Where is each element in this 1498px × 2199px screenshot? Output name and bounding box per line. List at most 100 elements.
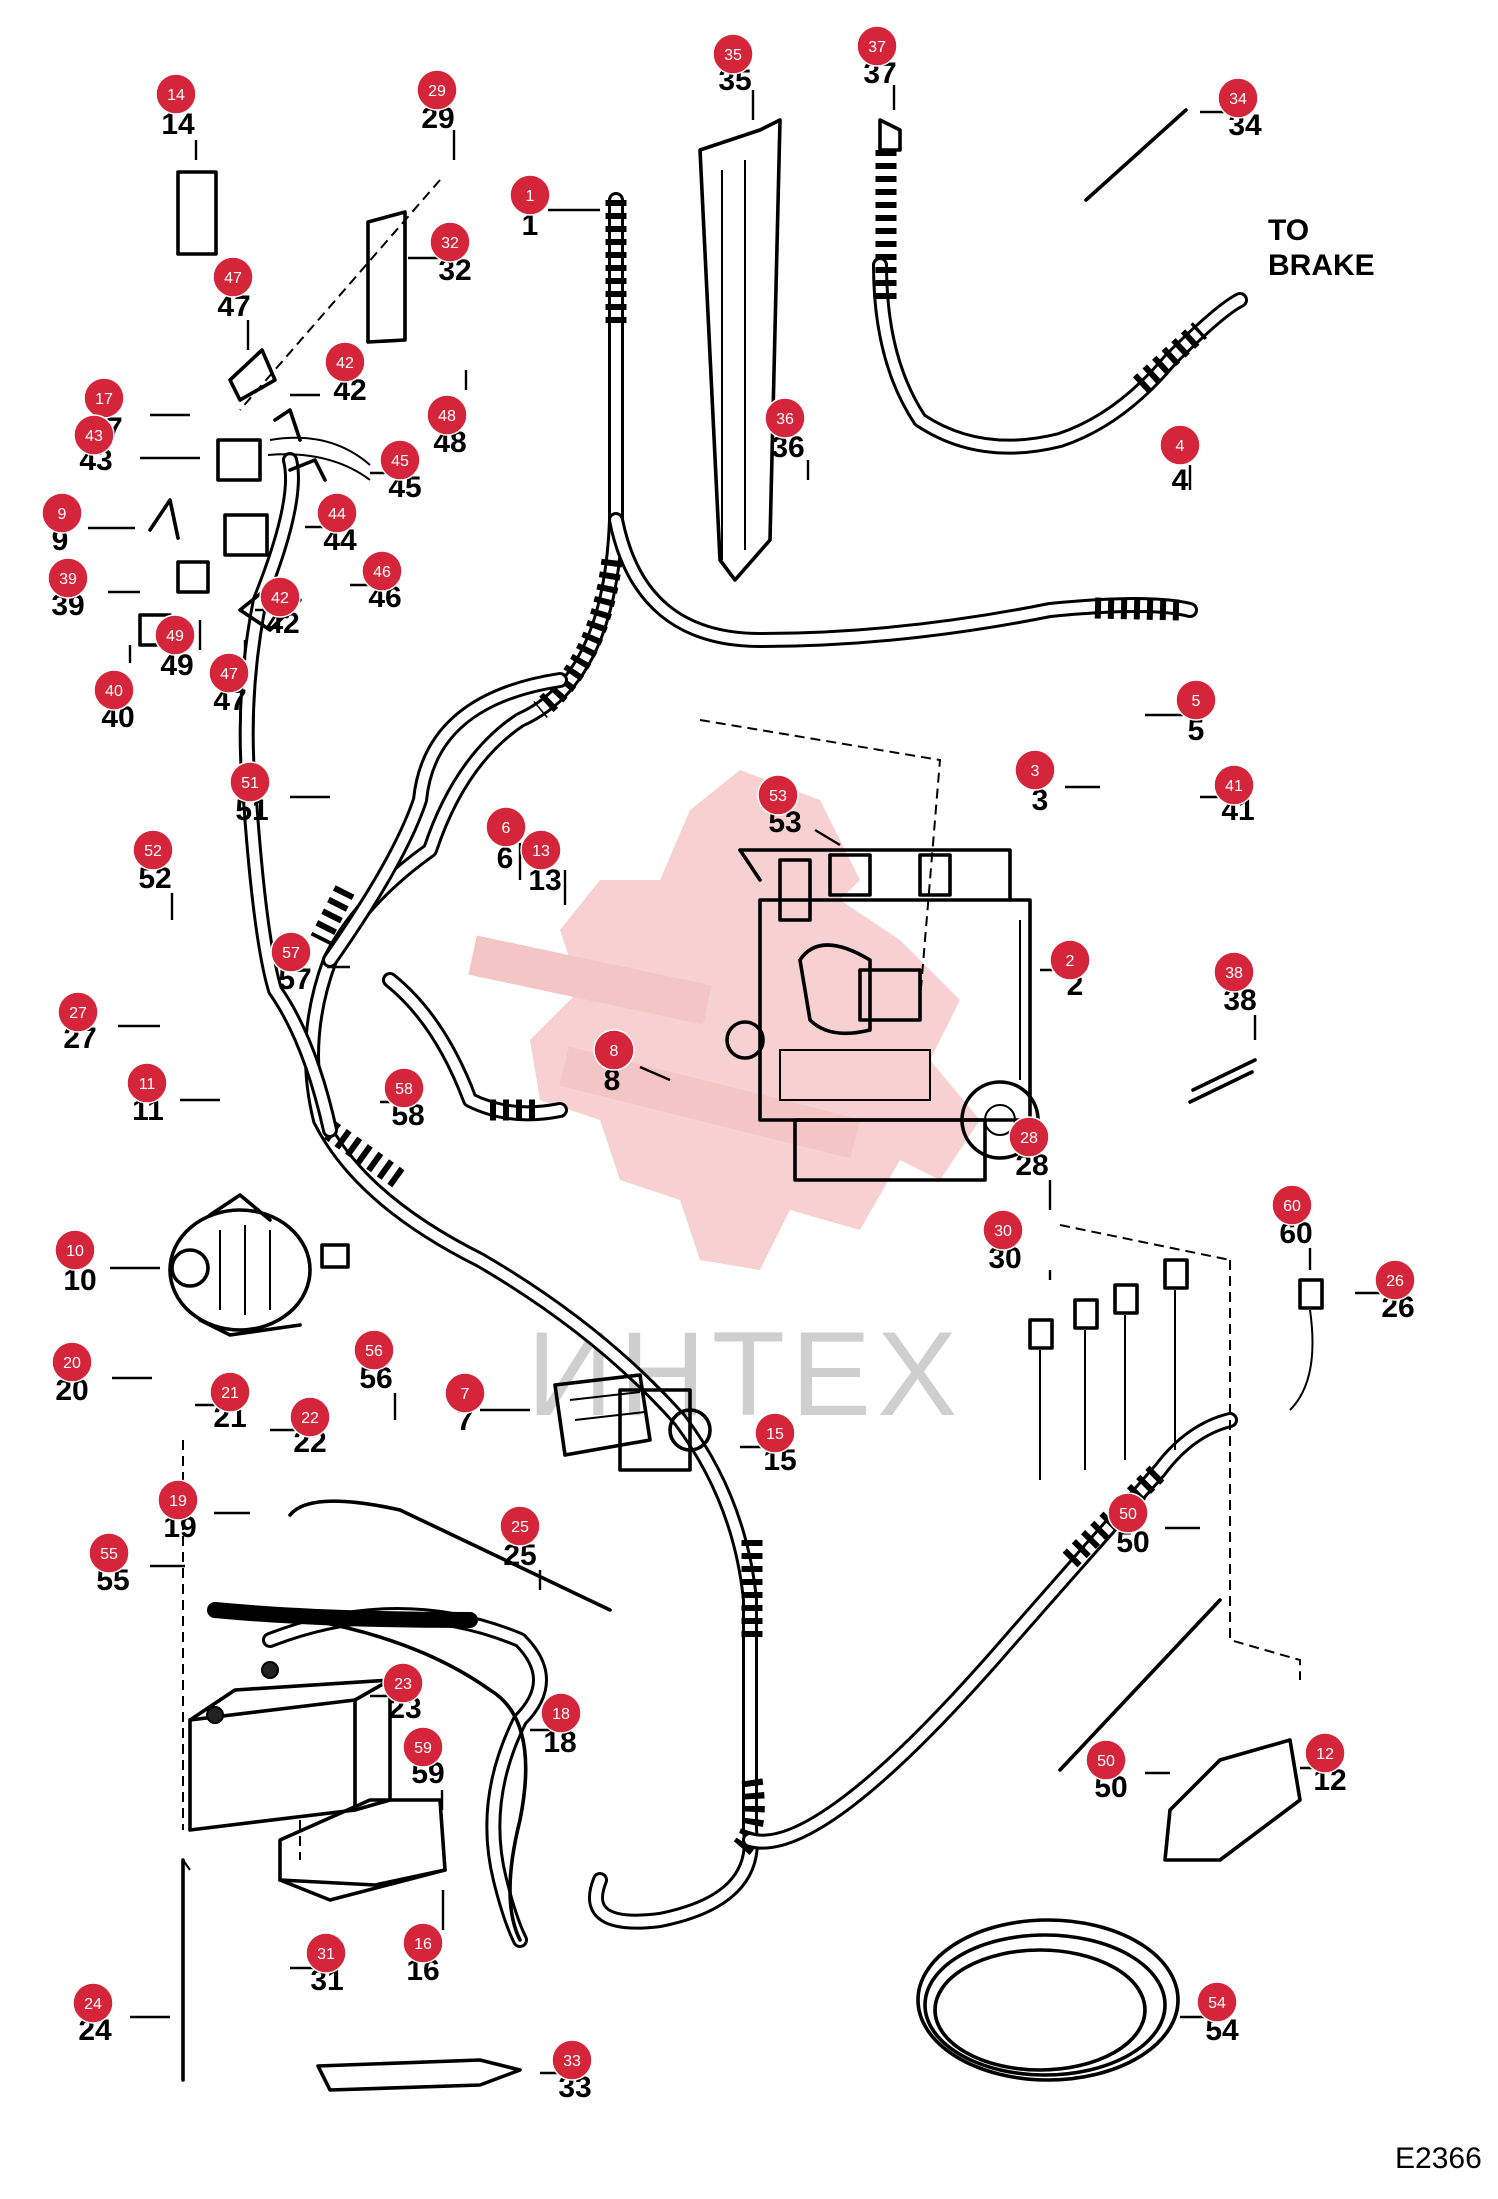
callout-bubble-label-57: 57	[282, 945, 300, 962]
callout-bubble-label-32: 32	[441, 235, 459, 252]
callout-4: 44	[1159, 424, 1201, 497]
callout-bubble-label-60: 60	[1283, 1198, 1301, 1215]
callout-bubble-41	[1213, 764, 1255, 806]
callout-bubble-44	[316, 492, 358, 534]
callout-bubble-25	[499, 1505, 541, 1547]
callout-bubble-label-43: 43	[85, 428, 103, 445]
alternator	[168, 1193, 350, 1337]
callout-bubble-label-6: 6	[502, 820, 511, 837]
callout-bubble-label-3: 3	[1031, 763, 1040, 780]
callout-bubble-45	[379, 439, 421, 481]
callout-bubble-label-20: 20	[63, 1355, 81, 1372]
callout-bubble-label-42b: 42	[271, 590, 289, 607]
callout-bubble-label-59: 59	[414, 1740, 432, 1757]
callout-bubble-29	[416, 69, 458, 111]
callout-bubble-2	[1049, 939, 1091, 981]
callout-bubble-8	[593, 1029, 635, 1071]
callout-bubble-label-21: 21	[221, 1385, 239, 1402]
callout-2: 22	[1040, 939, 1091, 1002]
callout-bubble-43	[73, 414, 115, 456]
callout-9: 99	[41, 492, 135, 557]
battery-hold-down-59-lip	[278, 1868, 447, 1902]
callout-bubble-label-33: 33	[563, 2053, 581, 2070]
callout-bubble-label-42: 42	[336, 355, 354, 372]
callout-bubble-9	[41, 492, 83, 534]
callout-bubble-32	[429, 221, 471, 263]
watermark-text: ИНТЕХ	[527, 1307, 963, 1441]
callout-bubble-23	[382, 1662, 424, 1704]
callout-bubble-46	[361, 550, 403, 592]
cable-25	[288, 1499, 612, 1612]
callout-bubble-label-14: 14	[167, 87, 185, 104]
callout-bubble-52	[132, 829, 174, 871]
callout-bubble-42b	[259, 576, 301, 618]
callout-bubble-label-29: 29	[428, 83, 446, 100]
battery-hold-down-59	[278, 1798, 447, 1887]
callout-bubble-55	[88, 1532, 130, 1574]
callout-bubble-39	[47, 557, 89, 599]
callout-bubble-label-37: 37	[868, 39, 886, 56]
label-14	[176, 170, 218, 256]
callout-number-5: 5	[1188, 714, 1205, 747]
bracket-32	[366, 210, 407, 344]
connector-37	[878, 118, 902, 152]
callout-bubble-47	[212, 256, 254, 298]
callout-bubble-label-55: 55	[100, 1546, 118, 1563]
callout-bubble-label-34: 34	[1229, 91, 1247, 108]
callout-7: 77	[444, 1372, 530, 1437]
callout-bubble-38	[1213, 951, 1255, 993]
callout-bubble-label-12: 12	[1316, 1746, 1334, 1763]
callout-bubble-label-19: 19	[169, 1493, 187, 1510]
bracket-12	[1163, 1738, 1302, 1862]
callout-bubble-18	[540, 1692, 582, 1734]
callout-bubble-label-10: 10	[66, 1243, 84, 1260]
brake-note-line-2: BRAKE	[1268, 249, 1375, 282]
callout-bubble-label-48: 48	[438, 408, 456, 425]
brake-note-line-1: TO	[1268, 214, 1309, 247]
callout-bubble-37	[856, 25, 898, 67]
callout-bubble-label-38: 38	[1225, 965, 1243, 982]
callout-bubble-label-23: 23	[394, 1676, 412, 1693]
callout-bubble-51	[229, 761, 271, 803]
callout-number-6: 6	[497, 842, 514, 875]
callout-bubble-42	[324, 341, 366, 383]
callout-bubble-5	[1175, 679, 1217, 721]
callout-bubble-48	[426, 394, 468, 436]
callout-bubble-label-2: 2	[1066, 953, 1075, 970]
callout-bubble-10	[54, 1229, 96, 1271]
callout-bubble-1	[509, 174, 551, 216]
callout-bubble-label-31: 31	[317, 1946, 335, 1963]
callout-bubble-3	[1014, 749, 1056, 791]
callout-bubble-label-15: 15	[766, 1426, 784, 1443]
callout-bubble-label-35: 35	[724, 47, 742, 64]
callout-bubble-13	[520, 829, 562, 871]
callout-bubble-label-30: 30	[994, 1223, 1012, 1240]
callout-bubble-21	[209, 1371, 251, 1413]
callout-bubble-30	[982, 1209, 1024, 1251]
grease-tube-33	[316, 2058, 522, 2092]
callout-bubble-label-46: 46	[373, 564, 391, 581]
callout-bubble-60	[1271, 1184, 1313, 1226]
callout-bubble-label-5: 5	[1192, 693, 1201, 710]
callout-bubble-27	[57, 991, 99, 1033]
callout-bubble-label-7: 7	[461, 1386, 470, 1403]
